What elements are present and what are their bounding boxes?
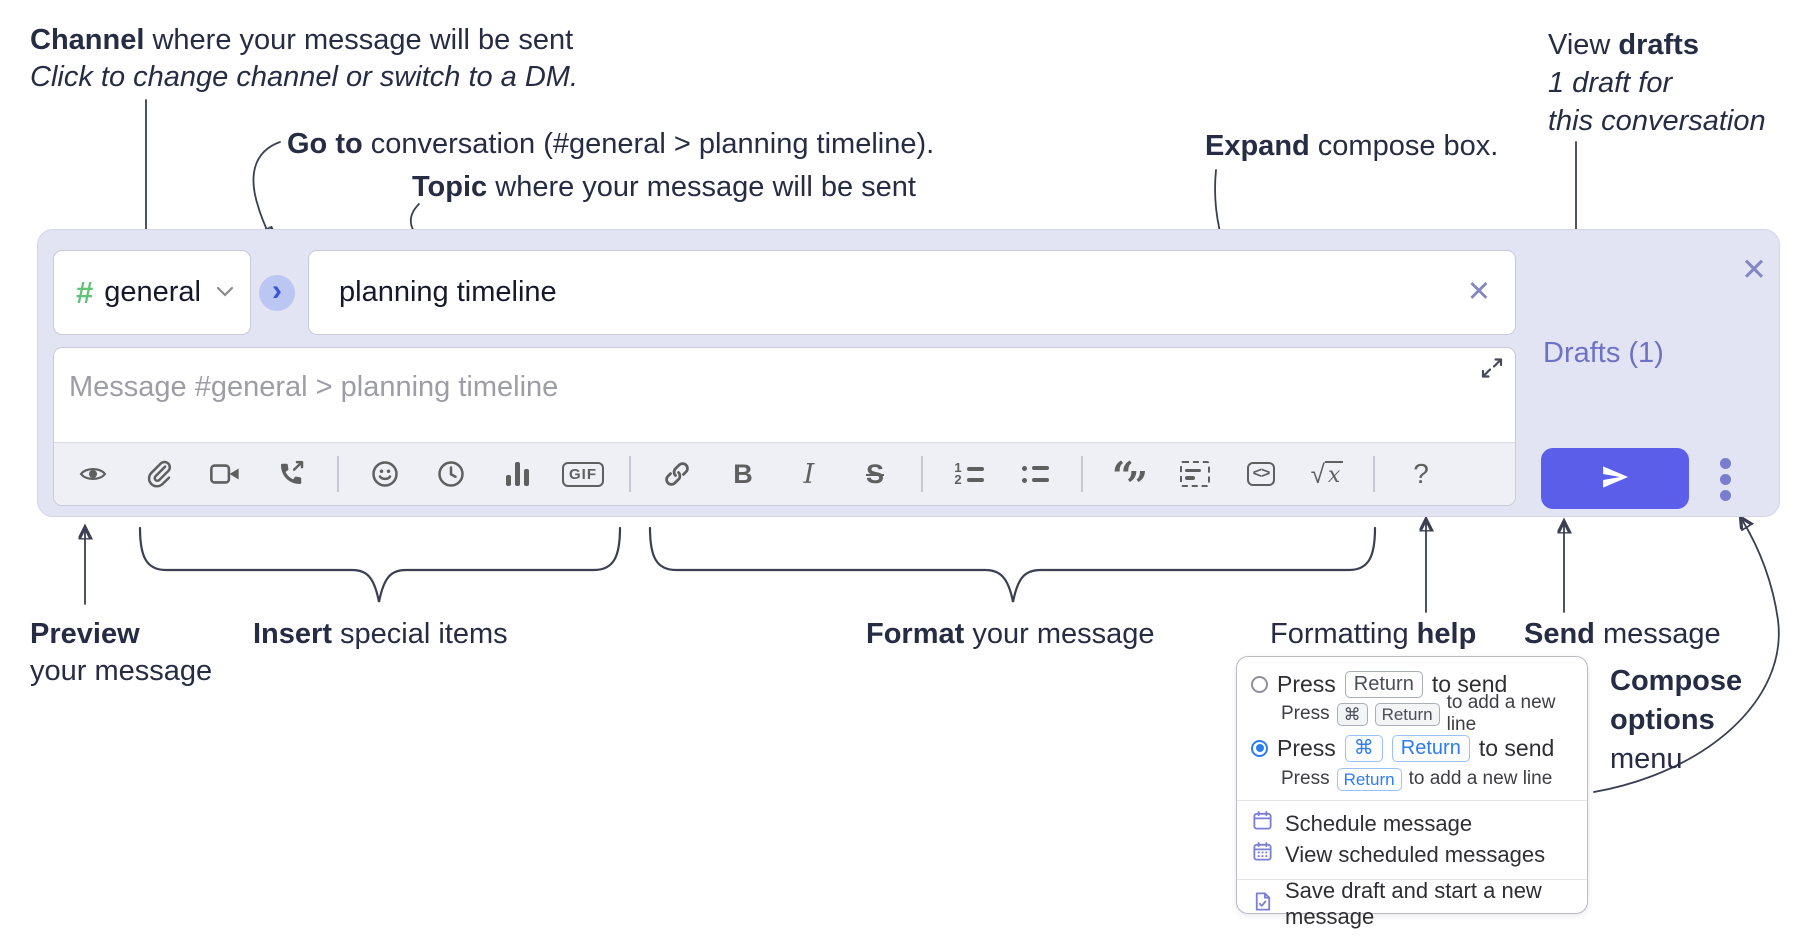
strikethrough-icon[interactable]: S — [865, 458, 884, 489]
close-compose-icon[interactable]: ✕ — [1741, 252, 1767, 287]
chevron-down-icon — [216, 284, 234, 302]
attach-paperclip-icon[interactable] — [126, 459, 192, 489]
draft-file-check-icon — [1251, 890, 1274, 919]
spoiler-icon[interactable] — [1162, 461, 1228, 487]
option-return-to-send[interactable]: Press Return to send — [1251, 669, 1573, 699]
cmd-keycap: ⌘ — [1336, 702, 1368, 726]
calendar-grid-icon — [1251, 840, 1274, 869]
channel-name: general — [104, 276, 201, 308]
poll-chart-icon[interactable] — [484, 462, 550, 486]
message-input[interactable] — [54, 348, 1515, 443]
gif-icon[interactable]: GIF — [550, 461, 616, 487]
return-keycap: Return — [1344, 670, 1423, 698]
menu-item-schedule-message[interactable]: Schedule message — [1251, 808, 1573, 839]
send-annotation: Send message — [1524, 618, 1721, 650]
channel-selector[interactable]: # general — [53, 250, 251, 335]
compose-options-menu: Press Return to send Press ⌘ Return to a… — [1236, 656, 1588, 929]
toolbar-divider — [337, 456, 339, 492]
go-to-conversation-button[interactable]: › — [259, 275, 295, 311]
compose-options-ellipsis-icon[interactable] — [1714, 458, 1736, 501]
send-plane-icon — [1598, 462, 1632, 495]
quote-icon[interactable]: “” — [1112, 453, 1148, 506]
toolbar-divider — [1373, 456, 1375, 492]
emoji-icon[interactable] — [352, 459, 418, 489]
insert-annotation: Insert special items — [253, 618, 508, 650]
return-keycap: Return — [1391, 734, 1470, 762]
view-drafts-annotation: View drafts 1 draft for this conversatio… — [1548, 29, 1766, 137]
format-brace — [648, 526, 1377, 603]
radio-selected-icon[interactable] — [1251, 739, 1268, 757]
menu-divider — [1237, 879, 1587, 880]
compose-box: # general › ✕ ✕ — [37, 229, 1780, 517]
bold-icon[interactable]: B — [733, 458, 753, 489]
channel-hash-icon: # — [76, 274, 94, 310]
return-keycap: Return — [1374, 702, 1440, 726]
toolbar-divider — [629, 456, 631, 492]
time-clock-icon[interactable] — [418, 459, 484, 489]
return-keycap: Return — [1336, 767, 1402, 791]
send-button[interactable] — [1541, 448, 1689, 509]
insert-brace — [138, 526, 622, 603]
video-call-icon[interactable] — [192, 461, 258, 487]
topic-input-box: ✕ — [308, 250, 1516, 335]
toolbar-divider — [921, 456, 923, 492]
radio-unselected-icon[interactable] — [1251, 675, 1268, 693]
topic-input[interactable] — [309, 276, 1443, 309]
option-cmd-return-to-send[interactable]: Press ⌘ Return to send — [1251, 732, 1573, 764]
message-panel: GIF B I S 12 “” — [53, 347, 1516, 506]
menu-item-view-scheduled-messages[interactable]: View scheduled messages — [1251, 839, 1573, 870]
expand-compose-icon[interactable] — [1479, 355, 1505, 386]
formatting-help-annotation: Formatting help — [1270, 618, 1477, 650]
expand-annotation: Expand compose box. — [1205, 130, 1499, 162]
goto-arrow — [252, 141, 281, 239]
channel-annotation: Channel where your message will be sent … — [30, 24, 579, 93]
toolbar-divider — [1081, 456, 1083, 492]
compose-options-annotation: Compose options menu — [1610, 665, 1743, 775]
chevron-right-icon: › — [272, 274, 282, 307]
math-icon[interactable]: √x — [1294, 459, 1360, 490]
formatting-help-icon[interactable]: ? — [1413, 458, 1429, 489]
cmd-keycap: ⌘ — [1344, 734, 1383, 762]
topic-clear-icon[interactable]: ✕ — [1466, 276, 1491, 308]
calendar-icon — [1251, 809, 1274, 838]
menu-divider — [1237, 800, 1587, 801]
italic-icon[interactable]: I — [803, 458, 815, 490]
format-annotation: Format your message — [866, 618, 1155, 650]
drafts-link[interactable]: Drafts (1) — [1543, 337, 1664, 369]
menu-item-save-draft[interactable]: Save draft and start a new message — [1251, 878, 1573, 929]
option-cmd-return-to-send-hint: Press Return to add a new line — [1281, 767, 1553, 791]
link-icon[interactable] — [644, 459, 710, 489]
preview-annotation: Preview your message — [30, 618, 213, 687]
voice-call-icon[interactable] — [258, 459, 324, 489]
goto-annotation: Go to conversation (#general > planning … — [287, 128, 935, 160]
bulleted-list-icon[interactable] — [1002, 465, 1068, 483]
code-icon[interactable]: <> — [1228, 462, 1294, 486]
option-return-to-send-hint: Press ⌘ Return to add a new line — [1281, 692, 1556, 735]
topic-annotation: Topic where your message will be sent — [412, 171, 916, 203]
preview-eye-icon[interactable] — [60, 461, 126, 487]
